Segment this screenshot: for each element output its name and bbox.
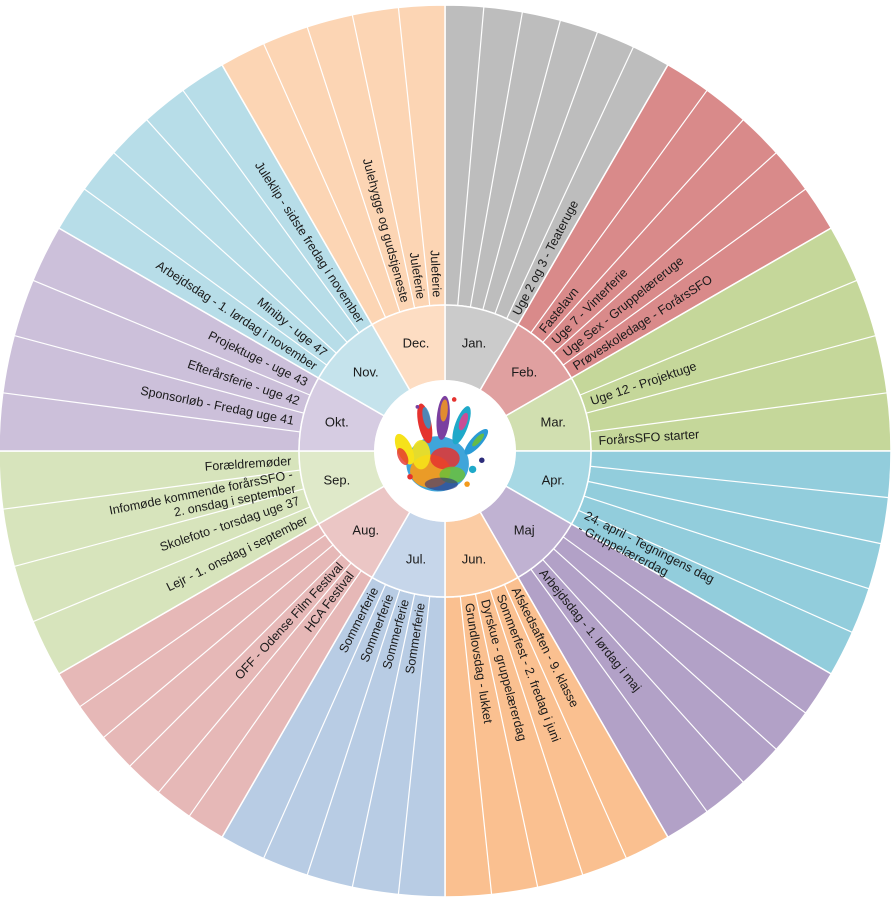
center-logo [374,380,516,522]
event-divider [474,593,539,888]
month-label-jun: Jun. [462,552,487,567]
event-divider [263,584,387,859]
event-divider [79,534,326,708]
event-divider [469,11,524,308]
event-divider [146,119,348,343]
month-label-okt: Okt. [325,415,349,430]
event-divider [14,334,305,414]
event-divider [530,568,708,813]
event-divider [102,544,334,739]
month-label-feb: Feb. [511,364,537,379]
event-divider [157,562,352,794]
event-divider [459,596,493,895]
event-divider [590,465,889,499]
event-divider [482,20,562,311]
event-divider [530,89,708,334]
event-divider [489,589,584,876]
month-label-jul: Jul. [406,552,426,567]
event-divider [457,6,485,306]
event-divider [542,559,744,783]
event-divider [113,152,337,354]
event-divider [14,488,305,568]
event-divider [182,89,360,334]
event-divider [562,536,807,714]
event-label: Juleferie [427,250,443,298]
month-label-nov: Nov. [353,364,379,379]
handprint-icon [394,395,489,492]
month-label-maj: Maj [514,523,535,538]
month-label-aug: Aug. [352,523,379,538]
event-divider [306,26,401,313]
event-divider [585,334,876,414]
month-label-sep: Sep. [323,472,350,487]
event-divider [129,553,343,767]
event-divider [506,46,635,319]
event-label: Forældremøder [204,454,292,474]
month-label-apr: Apr. [542,472,565,487]
event-divider [263,43,387,318]
event-divider [503,584,627,859]
event-divider [553,548,777,750]
event-divider [578,509,853,633]
month-label-jan: Jan. [462,335,487,350]
event-divider [32,279,311,396]
event-divider [2,469,301,510]
event-divider [583,495,870,590]
event-divider [351,593,416,888]
event-divider [579,279,858,396]
event-divider [397,596,431,895]
month-label-mar: Mar. [541,415,566,430]
event-ring [0,4,891,898]
event-divider [542,119,744,343]
event-divider [589,392,888,433]
event-divider [32,506,311,623]
event-label: ForårsSFO starter [598,427,699,448]
event-divider [494,31,599,315]
event-divider [188,570,362,817]
event-divider [2,392,301,433]
event-divider [397,7,431,306]
event-divider [587,480,882,545]
month-label-dec: Dec. [403,335,430,350]
event-divider [562,188,807,366]
event-divider [306,589,401,876]
event-divider [351,14,416,309]
event-divider [83,188,328,366]
event-divider [553,152,777,354]
